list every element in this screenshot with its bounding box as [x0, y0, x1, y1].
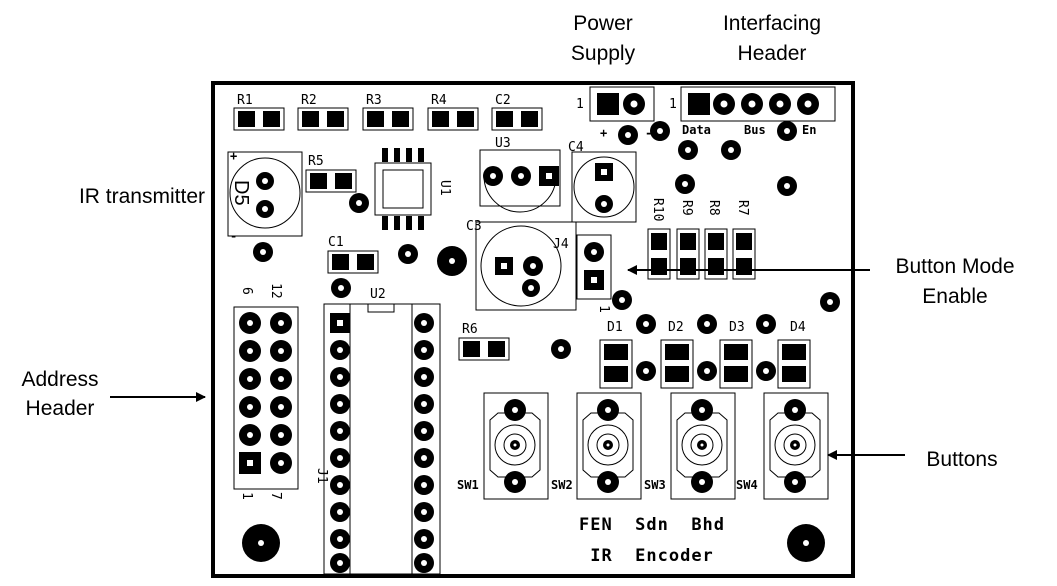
- label-r3: R3: [366, 93, 382, 108]
- resistor-r2: R2: [297, 93, 349, 131]
- label-u3: U3: [495, 136, 511, 151]
- label-bus: Bus: [744, 123, 766, 137]
- label-r8: R8: [706, 200, 721, 216]
- resistor-r6: R6: [458, 322, 510, 361]
- label-d2: D2: [668, 320, 684, 335]
- label-en: En: [802, 123, 816, 137]
- address-header: 6 12 1 7: [233, 283, 299, 500]
- capacitor-c1: C1: [327, 235, 379, 274]
- label-r6: R6: [462, 322, 478, 337]
- label-j4: J4: [553, 237, 569, 252]
- callout-ir-transmitter: IR transmitter: [79, 185, 205, 208]
- callout-address-header-line1: Address: [21, 368, 98, 391]
- mounting-holes: [242, 524, 825, 562]
- label-sw3: SW3: [644, 478, 666, 492]
- button-sw3: SW3: [644, 392, 736, 500]
- label-r10: R10: [650, 198, 665, 221]
- button-sw2: SW2: [551, 392, 642, 500]
- resistor-r10: R10: [647, 198, 671, 280]
- callout-power-supply-line1: Power: [573, 12, 633, 35]
- resistor-r5: R5: [305, 154, 357, 193]
- capacitor-c3: C3: [466, 219, 577, 311]
- label-addr-1: 1: [239, 492, 254, 500]
- label-pin1-header: 1: [669, 97, 677, 112]
- callout-interfacing-header-line2: Header: [738, 42, 807, 65]
- label-d5: D5: [230, 180, 252, 206]
- jumper-j4: J4 1: [553, 234, 612, 313]
- label-c3: C3: [466, 219, 482, 234]
- label-r2: R2: [301, 93, 317, 108]
- label-r7: R7: [735, 200, 750, 216]
- label-c4: C4: [568, 140, 584, 155]
- address-pins: [239, 312, 292, 474]
- label-d5-plus: +: [230, 149, 237, 163]
- label-minus: -: [645, 126, 652, 140]
- callout-power-supply-line2: Supply: [571, 42, 636, 65]
- resistor-r4: R4: [427, 93, 479, 131]
- resistor-r9: R9: [676, 200, 700, 280]
- label-sw4: SW4: [736, 478, 758, 492]
- label-d4: D4: [790, 320, 806, 335]
- ic-u2: U2 J1: [314, 287, 441, 575]
- led-d2: D2: [660, 314, 717, 389]
- board-outline: [211, 81, 855, 578]
- u2-right-pins: [414, 313, 434, 573]
- label-r5: R5: [308, 154, 324, 169]
- label-r9: R9: [679, 200, 694, 216]
- button-sw1: SW1: [457, 392, 549, 500]
- label-d5-minus: -: [230, 229, 237, 243]
- label-j1: J1: [314, 468, 329, 484]
- capacitor-c2: C2: [491, 93, 543, 131]
- callout-buttons: Buttons: [926, 448, 997, 471]
- interfacing-header: 1 Data Bus En: [669, 86, 836, 141]
- label-u1: U1: [437, 180, 452, 196]
- label-d3: D3: [729, 320, 745, 335]
- button-sw4: SW4: [736, 392, 829, 500]
- regulator-u1: U1: [374, 148, 452, 230]
- label-pin1-j4: 1: [596, 305, 611, 313]
- resistor-r7: R7: [732, 200, 756, 280]
- callout-button-mode-enable-line1: Button Mode: [895, 255, 1014, 278]
- label-d1: D1: [607, 320, 623, 335]
- label-addr-12: 12: [268, 283, 283, 299]
- label-c1: C1: [328, 235, 344, 250]
- power-connector: 1 + -: [576, 86, 670, 145]
- label-data: Data: [682, 123, 711, 137]
- led-d4: D4: [777, 320, 811, 389]
- label-plus: +: [600, 126, 607, 140]
- capacitor-c4: C4: [568, 140, 637, 223]
- led-d1: D1: [599, 314, 656, 389]
- led-d3: D3: [719, 314, 776, 389]
- resistor-r8: R8: [704, 200, 728, 280]
- callout-interfacing-header-line1: Interfacing: [723, 12, 821, 35]
- label-r4: R4: [431, 93, 447, 108]
- callout-address-header-line2: Header: [26, 397, 95, 420]
- resistor-r1: R1: [233, 93, 285, 131]
- label-c2: C2: [495, 93, 511, 108]
- label-sw1: SW1: [457, 478, 479, 492]
- resistor-r3: R3: [362, 93, 414, 131]
- label-addr-6: 6: [239, 287, 254, 295]
- brand-line-2: IR Encoder: [590, 546, 714, 566]
- label-u2: U2: [370, 287, 386, 302]
- brand-line-1: FEN Sdn Bhd: [579, 515, 725, 535]
- label-pin1-power: 1: [576, 97, 584, 112]
- label-r1: R1: [237, 93, 253, 108]
- label-addr-7: 7: [268, 492, 283, 500]
- u2-left-pins: [330, 313, 350, 573]
- ir-transmitter-d5: + - D5: [227, 149, 303, 243]
- callout-button-mode-enable-line2: Enable: [922, 285, 987, 308]
- regulator-u3: U3: [479, 136, 561, 213]
- vias-top: [253, 140, 840, 359]
- label-sw2: SW2: [551, 478, 573, 492]
